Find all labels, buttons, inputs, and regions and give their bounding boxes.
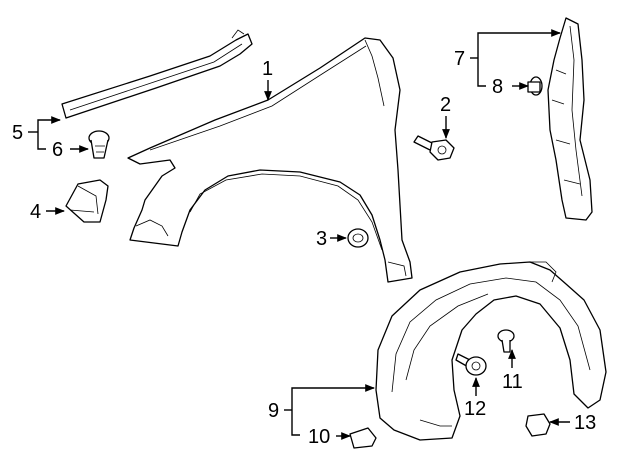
- callout-labels: 1 2 3 4 5 6 7 8 9 10 11 12 13: [12, 48, 596, 448]
- callout-4: 4: [30, 201, 41, 223]
- clip-6-part: [88, 130, 110, 159]
- bolt-12-part: [455, 353, 487, 376]
- callout-8: 8: [492, 76, 503, 98]
- callout-6: 6: [52, 139, 63, 161]
- screw-11-part: [497, 329, 515, 353]
- fender-part: [127, 37, 413, 283]
- callout-2: 2: [440, 94, 451, 116]
- callout-7: 7: [454, 48, 465, 70]
- callout-13: 13: [574, 412, 596, 434]
- seal-7-part: [547, 17, 593, 221]
- bracket-4-part: [65, 179, 109, 223]
- callout-12: 12: [464, 398, 486, 420]
- grommet-3-part: [347, 228, 369, 248]
- clip-10-part: [349, 427, 377, 449]
- nut-13-part: [525, 413, 551, 437]
- clip-8-part: [527, 76, 543, 96]
- callout-5: 5: [12, 122, 23, 144]
- liner-9-part: [375, 261, 607, 441]
- callout-3: 3: [316, 228, 327, 250]
- callout-9: 9: [268, 400, 279, 422]
- callout-11: 11: [502, 371, 523, 393]
- upper-rail-part: [61, 29, 253, 119]
- bolt-2-part: [413, 135, 455, 161]
- callout-10: 10: [308, 426, 330, 448]
- callout-1: 1: [262, 58, 273, 80]
- leader-lines: [28, 29, 570, 440]
